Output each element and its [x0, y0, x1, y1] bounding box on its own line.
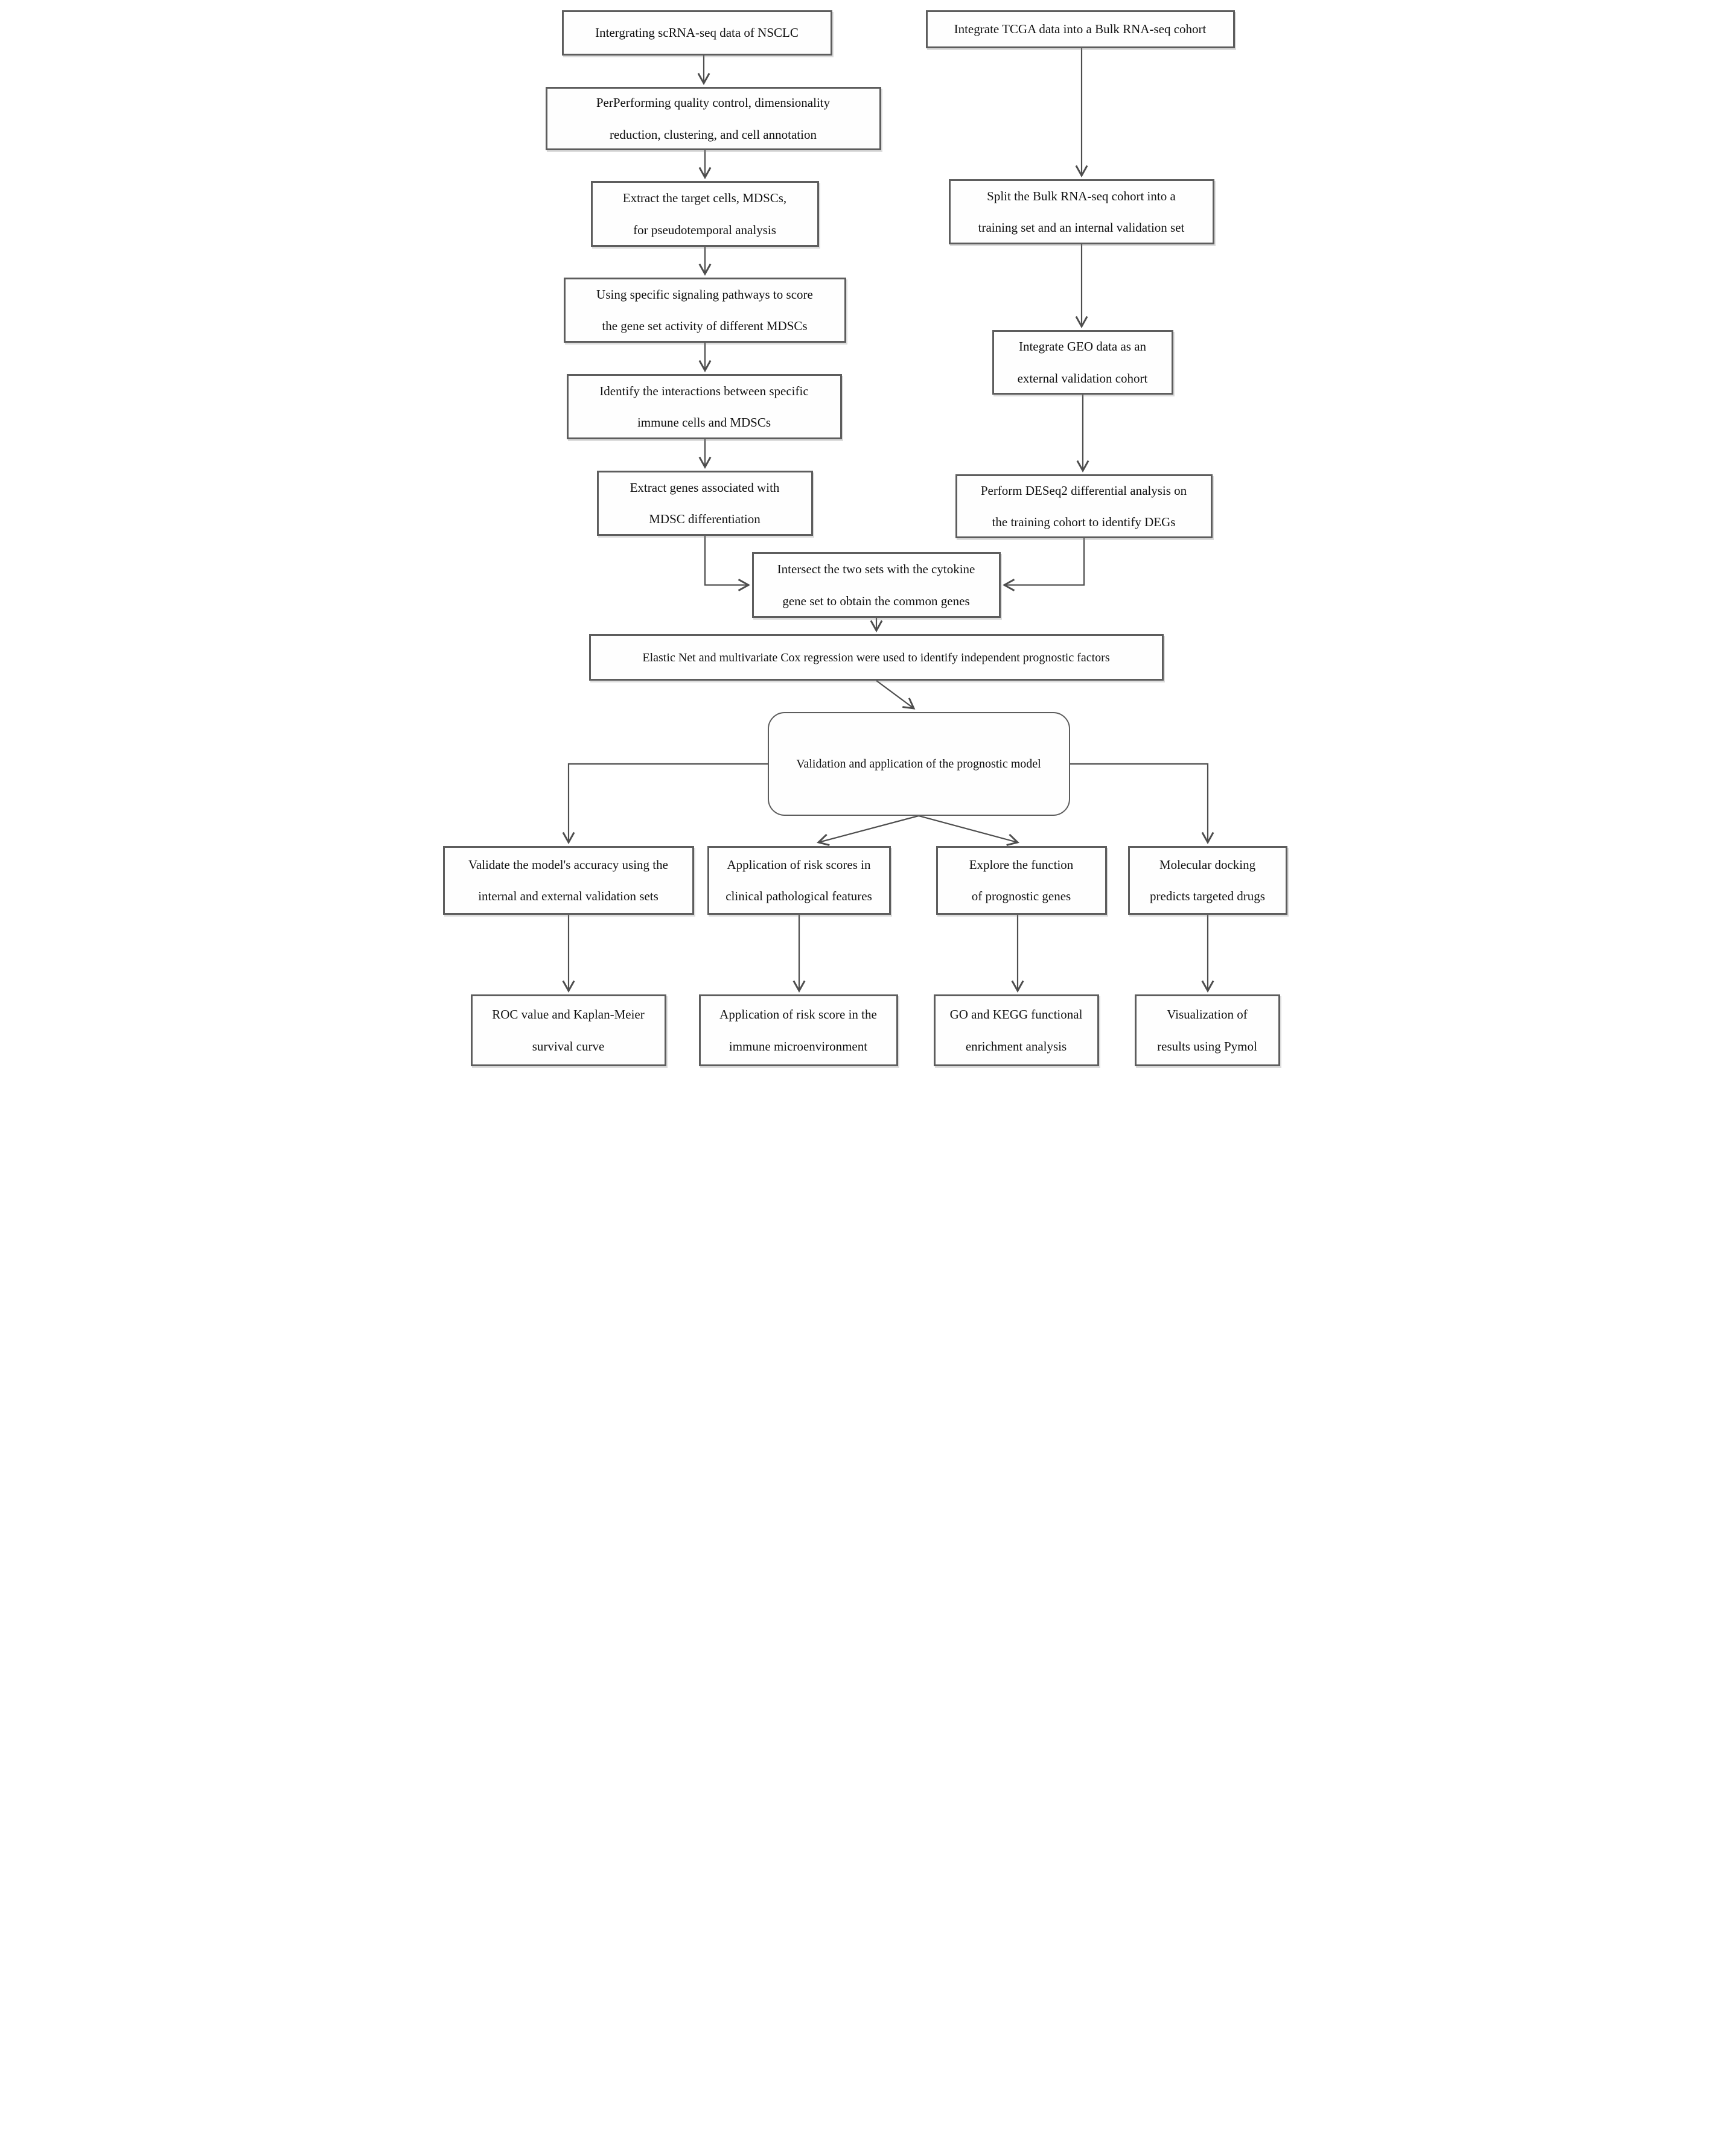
node-extract-genes: Extract genes associated with MDSC diffe…: [596, 471, 813, 536]
edge-validation-to-function: [918, 815, 1019, 847]
node-risk-clinical: Application of risk scores in clinical p…: [707, 846, 891, 915]
node-pymol: Visualization of results using Pymol: [1134, 994, 1280, 1066]
node-integrate-scrna: Intergrating scRNA-seq data of NSCLC: [561, 10, 832, 56]
node-split-cohort: Split the Bulk RNA-seq cohort into a tra…: [948, 179, 1214, 244]
node-validate-accuracy: Validate the model's accuracy using the …: [442, 846, 694, 915]
edge-deseq-to-intersect: [1002, 538, 1085, 591]
node-validation-application: Validation and application of the progno…: [767, 712, 1070, 816]
flowchart-canvas: Intergrating scRNA-seq data of NSCLC Per…: [430, 0, 1292, 1078]
node-deseq2: Perform DESeq2 differential analysis on …: [955, 474, 1213, 538]
node-pathway-score: Using specific signaling pathways to sco…: [563, 278, 846, 343]
node-cell-interactions: Identify the interactions between specif…: [566, 374, 842, 439]
node-integrate-tcga: Integrate TCGA data into a Bulk RNA-seq …: [925, 10, 1235, 48]
node-molecular-docking: Molecular docking predicts targeted drug…: [1127, 846, 1287, 915]
connector-layer: [562, 48, 1214, 993]
node-gene-function: Explore the function of prognostic genes: [936, 846, 1107, 915]
node-roc-km: ROC value and Kaplan-Meier survival curv…: [470, 994, 666, 1066]
edge-genes-to-intersect: [704, 536, 750, 591]
node-elastic-net: Elastic Net and multivariate Cox regress…: [588, 634, 1164, 681]
edge-validation-to-risk: [816, 815, 919, 847]
node-intersect: Intersect the two sets with the cytokine…: [751, 552, 1001, 618]
edge-validation-to-docking: [1070, 763, 1214, 845]
edge-validation-to-accuracy: [562, 763, 768, 845]
node-extract-mdsc: Extract the target cells, MDSCs, for pse…: [590, 181, 819, 247]
node-risk-immune: Application of risk score in the immune …: [698, 994, 898, 1066]
node-integrate-geo: Integrate GEO data as an external valida…: [992, 330, 1173, 395]
node-quality-control: PerPerforming quality control, dimension…: [545, 87, 881, 150]
node-go-kegg: GO and KEGG functional enrichment analys…: [933, 994, 1099, 1066]
edge-elastic-to-validation: [875, 680, 915, 710]
